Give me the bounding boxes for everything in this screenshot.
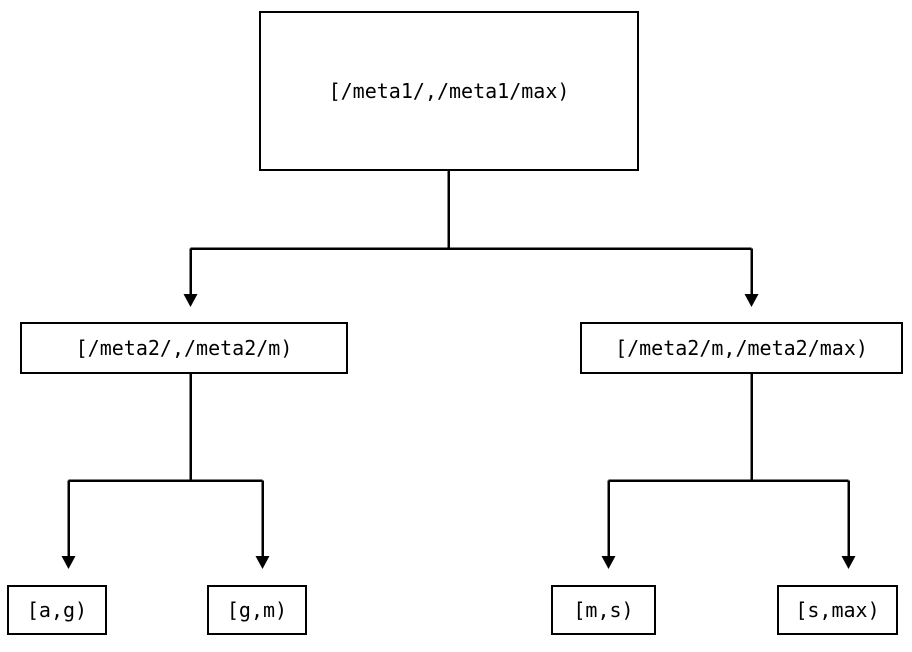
arrowhead-down-icon (744, 294, 759, 307)
node-root-label: [/meta1/,/meta1/max) (328, 79, 570, 103)
arrowhead-down-icon (183, 294, 198, 307)
arrowhead-down-icon (601, 556, 616, 569)
node-leaf-a-g-label: [a,g) (26, 598, 88, 622)
node-mid-right[interactable]: [/meta2/m,/meta2/max) (580, 322, 903, 374)
node-leaf-g-m-label: [g,m) (226, 598, 288, 622)
arrowhead-down-icon (61, 556, 76, 569)
node-mid-right-label: [/meta2/m,/meta2/max) (615, 336, 868, 360)
node-leaf-m-s-label: [m,s) (573, 598, 634, 622)
node-leaf-m-s[interactable]: [m,s) (551, 585, 656, 635)
node-mid-left-label: [/meta2/,/meta2/m) (75, 336, 293, 360)
arrowhead-down-icon (841, 556, 856, 569)
node-root[interactable]: [/meta1/,/meta1/max) (259, 11, 639, 171)
arrowhead-down-icon (255, 556, 270, 569)
node-leaf-a-g[interactable]: [a,g) (7, 585, 107, 635)
node-leaf-s-max[interactable]: [s,max) (777, 585, 898, 635)
node-leaf-s-max-label: [s,max) (795, 598, 880, 622)
node-mid-left[interactable]: [/meta2/,/meta2/m) (20, 322, 348, 374)
node-leaf-g-m[interactable]: [g,m) (207, 585, 307, 635)
